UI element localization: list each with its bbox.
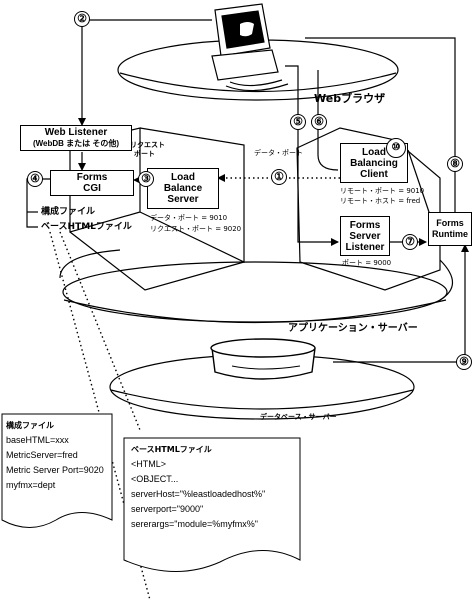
html-note-title: ベースHTMLファイル	[131, 445, 212, 454]
listener-port: ポート = 9000	[342, 259, 392, 267]
step-8: ⑧	[447, 156, 463, 172]
step-3: ③	[138, 171, 154, 187]
db-server-label: データベース・サーバー	[260, 413, 337, 421]
config-line: baseHTML=xxx	[6, 435, 69, 445]
base-html-file-label: ベースHTMLファイル	[41, 222, 132, 232]
base-html-note: ベースHTMLファイル <HTML> <OBJECT... serverHost…	[131, 442, 299, 532]
web-browser-label: Webブラウザ	[314, 92, 386, 105]
db-platter	[109, 354, 415, 420]
html-line: serverHost="%leastloadedhost%"	[131, 489, 266, 499]
data-port-label: データ・ポート	[254, 149, 303, 157]
html-line: sererargs="module=%myfmx%"	[131, 519, 258, 529]
config-file-note: 構成ファイル baseHTML=xxx MetricServer=fred Me…	[6, 418, 110, 493]
step-10: ⑩	[386, 138, 406, 158]
step-9: ⑨	[456, 354, 472, 370]
web-listener-box: Web Listener(WebDB または その他)	[20, 125, 132, 151]
database-cylinder	[210, 338, 316, 380]
html-line: <HTML>	[131, 459, 167, 469]
lbs-data-port: データ・ポート = 9010	[150, 214, 228, 222]
request-port-label-1: リクエスト	[130, 141, 165, 149]
step-6: ⑥	[311, 114, 327, 130]
step-4: ④	[27, 171, 43, 187]
step-1: ①	[271, 169, 287, 185]
lbc-remote-host: リモート・ホスト = fred	[340, 197, 421, 205]
config-line: Metric Server Port=9020	[6, 465, 104, 475]
config-file-label: 構成ファイル	[41, 207, 96, 217]
lbs-request-port: リクエスト・ポート = 9020	[150, 225, 242, 233]
app-server-label: アプリケーション・サーバー	[288, 323, 418, 334]
request-port-label-2: ポート	[134, 150, 155, 158]
config-line: MetricServer=fred	[6, 450, 78, 460]
lbc-remote-port: リモート・ポート = 9010	[340, 187, 425, 195]
config-note-title: 構成ファイル	[6, 421, 54, 430]
html-line: <OBJECT...	[131, 474, 179, 484]
step-5: ⑤	[290, 114, 306, 130]
computer-illustration	[211, 3, 289, 92]
app-server-platter	[59, 249, 454, 324]
html-line: serverport="9000"	[131, 504, 204, 514]
step-7: ⑦	[402, 234, 418, 250]
step-2: ②	[74, 11, 90, 27]
note-shapes	[1, 413, 301, 573]
config-line: myfmx=dept	[6, 480, 56, 490]
